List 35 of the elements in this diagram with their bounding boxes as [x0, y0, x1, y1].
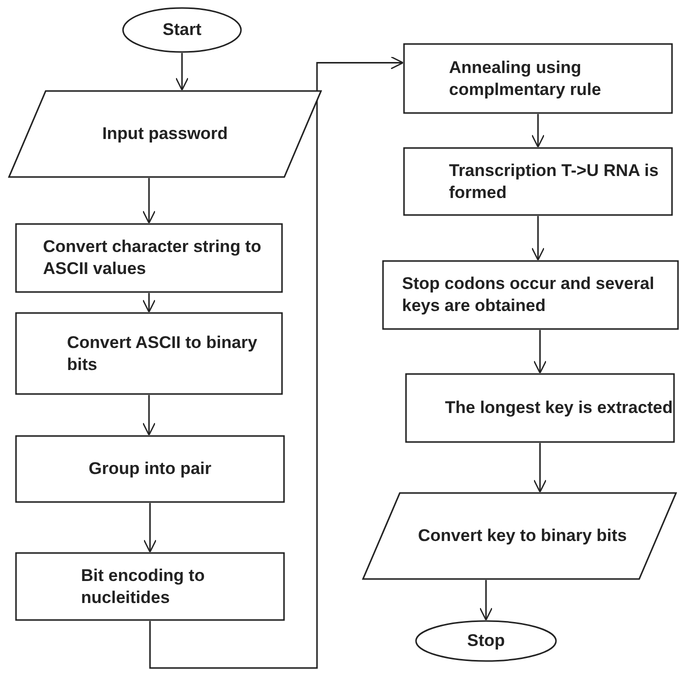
step-text: Convert key to binary bits [418, 525, 627, 547]
process-box [403, 147, 673, 216]
arrow [531, 216, 545, 261]
step-text: Stop [467, 630, 505, 652]
terminal-ellipse [415, 620, 557, 662]
input-output-parallelogram [8, 90, 322, 178]
terminal-ellipse [122, 7, 242, 53]
step-text: Input password [102, 123, 228, 145]
step-text: Group into pair [88, 458, 212, 480]
process-box [15, 223, 283, 293]
process-box [15, 435, 285, 503]
arrow [175, 53, 189, 91]
step-text: Convert ASCII to binary bits [67, 332, 258, 376]
step-text: Start [162, 19, 202, 41]
arrow [533, 330, 547, 374]
step-text: The longest key is extracted [445, 397, 673, 419]
arrow [142, 395, 156, 436]
step-text: Bit encoding to nucleitides [81, 564, 206, 608]
process-box [15, 552, 285, 621]
arrow [142, 178, 156, 224]
step-text: Annealing using complmentary rule [449, 56, 602, 100]
input-output-parallelogram [362, 492, 677, 580]
step-text: Stop codons occur and several keys are obtained [402, 273, 656, 317]
arrow [533, 443, 547, 493]
process-box [382, 260, 679, 330]
process-box [403, 43, 673, 114]
arrow [531, 114, 545, 148]
process-box [405, 373, 675, 443]
arrow [142, 293, 156, 313]
arrow [149, 56, 404, 669]
arrow [479, 580, 493, 621]
process-box [15, 312, 283, 395]
arrow [143, 503, 157, 553]
step-text: Convert character string to ASCII values [43, 236, 262, 280]
step-text: Transcription T->U RNA is formed [449, 160, 660, 204]
